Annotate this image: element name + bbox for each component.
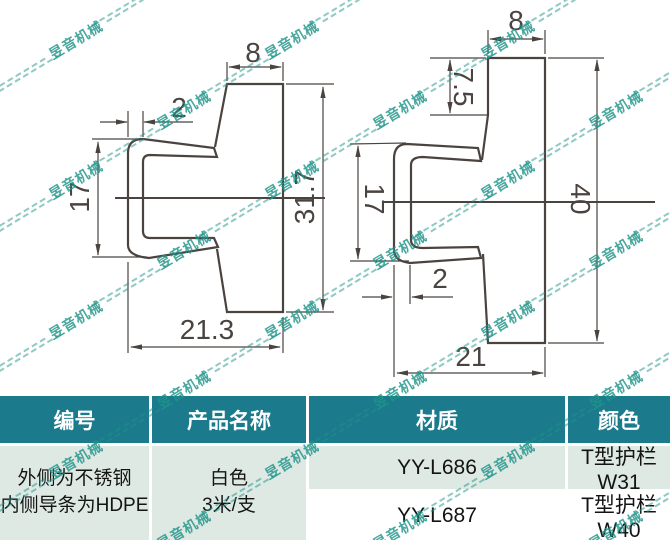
material-cell: 外侧为不锈钢 内侧导条为HDPE (0, 446, 149, 540)
spec-table: 编号 产品名称 材质 颜色 YY-L686 T型护栏W31 外侧为不锈钢 内侧导… (0, 396, 670, 540)
w31-dimensions (92, 62, 334, 353)
profile-w40 (383, 56, 655, 345)
dim-right-web-thickness: 2 (432, 263, 448, 294)
profile-w31 (115, 82, 325, 314)
header-color: 颜色 (568, 396, 670, 443)
w31-channel-outline (126, 137, 220, 260)
w40-channel-outline (392, 142, 483, 265)
dim-right-top-offset: 7.5 (448, 67, 479, 107)
row2-product: T型护栏W40 (568, 492, 670, 540)
dim-left-web-thickness: 2 (171, 92, 187, 123)
w40-dimensions (349, 30, 604, 377)
row1-product: T型护栏W31 (568, 446, 670, 494)
dim-left-top-width: 8 (245, 37, 261, 68)
dim-left-opening: 17 (64, 181, 95, 213)
dim-right-opening: 17 (359, 183, 390, 215)
row2-code: YY-L687 (309, 492, 565, 540)
dim-left-base-width: 21.3 (179, 314, 235, 345)
material-line-1: 外侧为不锈钢 (17, 468, 132, 490)
row1-code: YY-L686 (309, 446, 565, 489)
dim-right-top-width: 8 (508, 5, 524, 36)
dim-right-base-width: 21 (455, 341, 487, 372)
color-line-2: 3米/支 (202, 495, 256, 516)
header-code: 编号 (0, 396, 149, 443)
header-material: 材质 (309, 396, 565, 443)
dim-right-height: 40 (565, 183, 596, 215)
color-line-1: 白色 (209, 468, 248, 490)
dim-left-height: 31.7 (289, 169, 320, 225)
header-product: 产品名称 (152, 396, 306, 443)
material-line-2: 内侧导条为HDPE (0, 495, 149, 516)
w40-guide-outline (480, 56, 547, 345)
color-cell: 白色 3米/支 (152, 446, 306, 540)
